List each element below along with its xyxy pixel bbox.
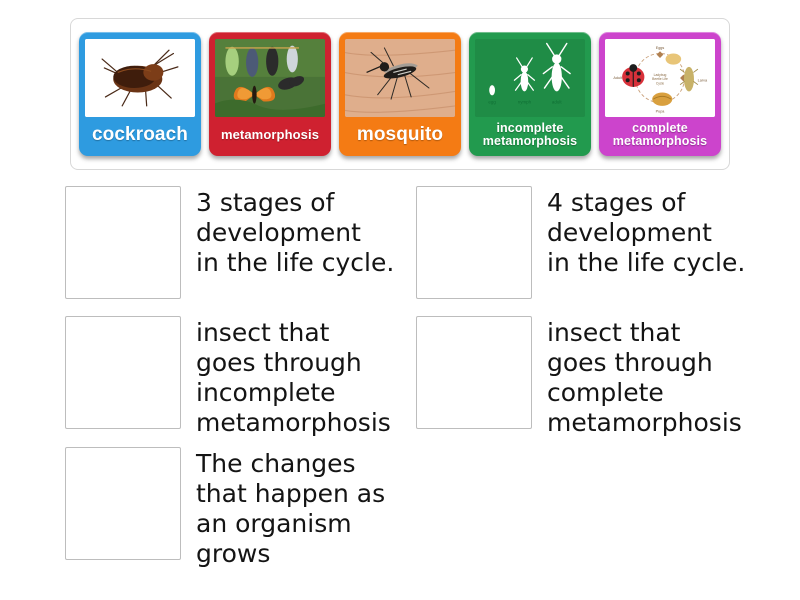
svg-text:Larva: Larva [698,78,708,82]
ladybug-life-cycle-diagram-icon: Eggs Larva Pupa Adult Ladybug Beetle Lif… [605,39,715,117]
card-label: incomplete metamorphosis [482,121,578,148]
card-metamorphosis[interactable]: metamorphosis [209,32,331,156]
answer-row: The changes that happen as an organism g… [65,447,385,569]
dropzone-left-2[interactable] [65,316,181,429]
svg-text:Cycle: Cycle [656,82,664,86]
dropzone-right-1[interactable] [416,186,532,299]
card-complete-metamorphosis[interactable]: Eggs Larva Pupa Adult Ladybug Beetle Lif… [599,32,721,156]
mosquito-on-skin-photo-icon [345,39,455,117]
card-tray: cockroach [70,18,730,170]
svg-text:adult: adult [552,100,562,105]
svg-text:nymph: nymph [518,100,532,105]
dropzone-left-3[interactable] [65,447,181,560]
answer-row: insect that goes through incomplete meta… [65,316,391,438]
card-label: mosquito [356,124,444,146]
answer-text: insect that goes through incomplete meta… [196,318,391,437]
card-mosquito[interactable]: mosquito [339,32,461,156]
card-label: complete metamorphosis [612,121,708,148]
answer-row: 4 stages of development in the life cycl… [416,186,745,299]
svg-text:Adult: Adult [613,76,623,80]
dropzone-left-1[interactable] [65,186,181,299]
dropzone-right-2[interactable] [416,316,532,429]
answer-text: insect that goes through complete metamo… [547,318,742,437]
answer-row: 3 stages of development in the life cycl… [65,186,394,299]
answer-row: insect that goes through complete metamo… [416,316,742,438]
svg-text:Ladybug: Ladybug [654,73,667,77]
card-cockroach[interactable]: cockroach [79,32,201,156]
svg-text:Eggs: Eggs [656,46,665,50]
nymph-stages-diagram-icon: egg nymph adult [475,39,585,117]
cockroach-photo-icon [85,39,195,117]
svg-text:Pupa: Pupa [656,110,666,114]
answer-text: 3 stages of development in the life cycl… [196,188,395,277]
butterfly-chrysalis-photo-icon [215,39,325,117]
card-label: metamorphosis [220,127,320,143]
answer-text: The changes that happen as an organism g… [196,449,386,568]
card-label: cockroach [92,124,188,146]
answer-text: 4 stages of development in the life cycl… [547,188,746,277]
svg-text:Beetle Life: Beetle Life [652,77,668,81]
card-incomplete-metamorphosis[interactable]: egg nymph adult incomplete metamorphosis [469,32,591,156]
svg-text:egg: egg [488,100,496,105]
